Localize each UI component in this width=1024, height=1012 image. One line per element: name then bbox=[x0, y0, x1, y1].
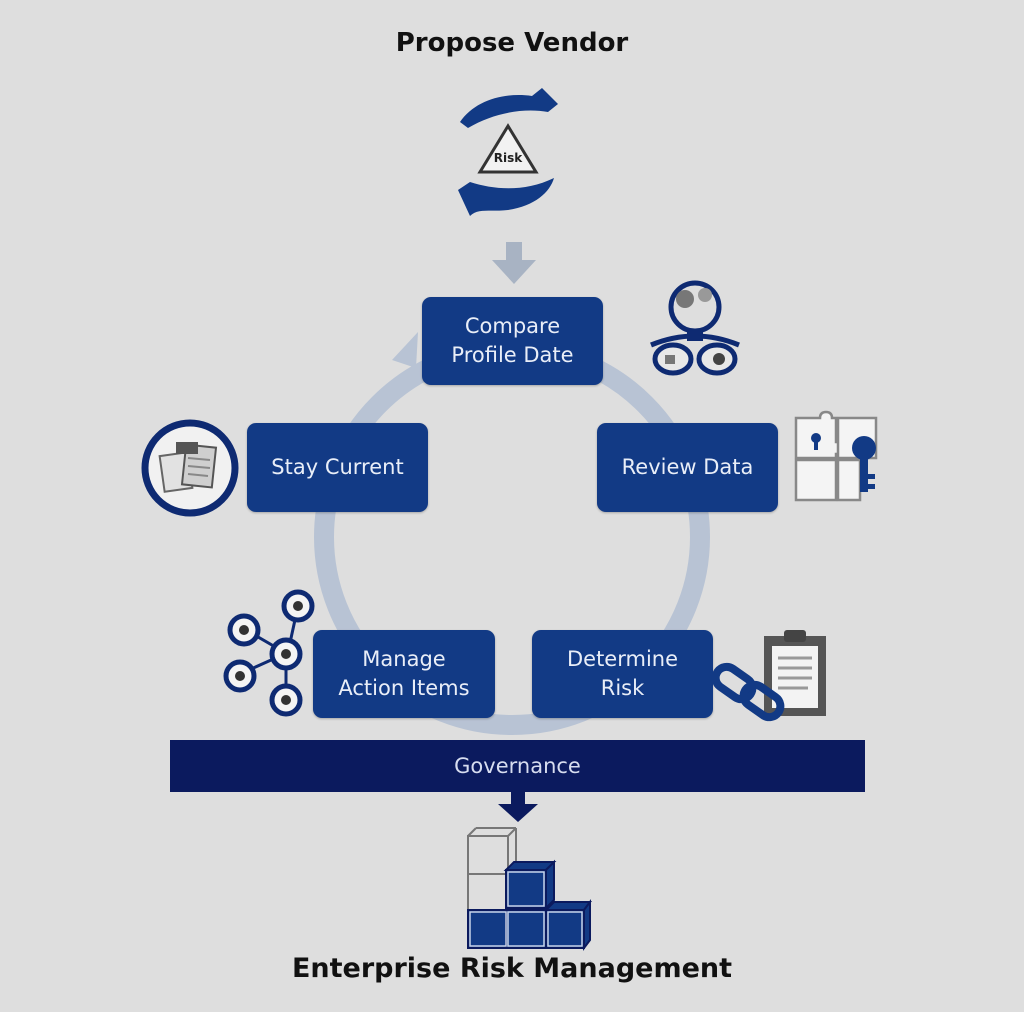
down-arrow-governance bbox=[498, 792, 538, 822]
stage-manage-action-items: Manage Action Items bbox=[313, 630, 495, 718]
stage-compare-label: Compare Profile Date bbox=[451, 314, 574, 367]
stage-determine-risk: Determine Risk bbox=[532, 630, 713, 718]
stage-review-label: Review Data bbox=[621, 455, 754, 479]
hands-risk-icon: Risk bbox=[458, 88, 558, 216]
lightbulb-glasses-icon bbox=[650, 280, 740, 376]
chain-clipboard-icon bbox=[711, 630, 826, 722]
stage-manage-label: Manage Action Items bbox=[338, 647, 470, 700]
risk-label: Risk bbox=[494, 151, 523, 165]
stage-stay-label: Stay Current bbox=[271, 455, 404, 479]
stacked-cubes-icon bbox=[467, 827, 592, 951]
puzzle-key-icon bbox=[794, 410, 878, 502]
governance-label: Governance bbox=[454, 754, 581, 778]
stage-risk-label: Determine Risk bbox=[566, 647, 679, 700]
stage-compare-profile: Compare Profile Date bbox=[422, 297, 603, 385]
bottom-title: Enterprise Risk Management bbox=[291, 953, 733, 984]
stage-review-data: Review Data bbox=[597, 423, 778, 512]
stage-stay-current: Stay Current bbox=[247, 423, 428, 512]
documents-circle-icon bbox=[141, 419, 239, 517]
top-title: Propose Vendor bbox=[395, 28, 629, 58]
governance-bar: Governance bbox=[170, 740, 865, 792]
gear-network-icon bbox=[223, 589, 315, 717]
down-arrow-top bbox=[492, 242, 536, 284]
